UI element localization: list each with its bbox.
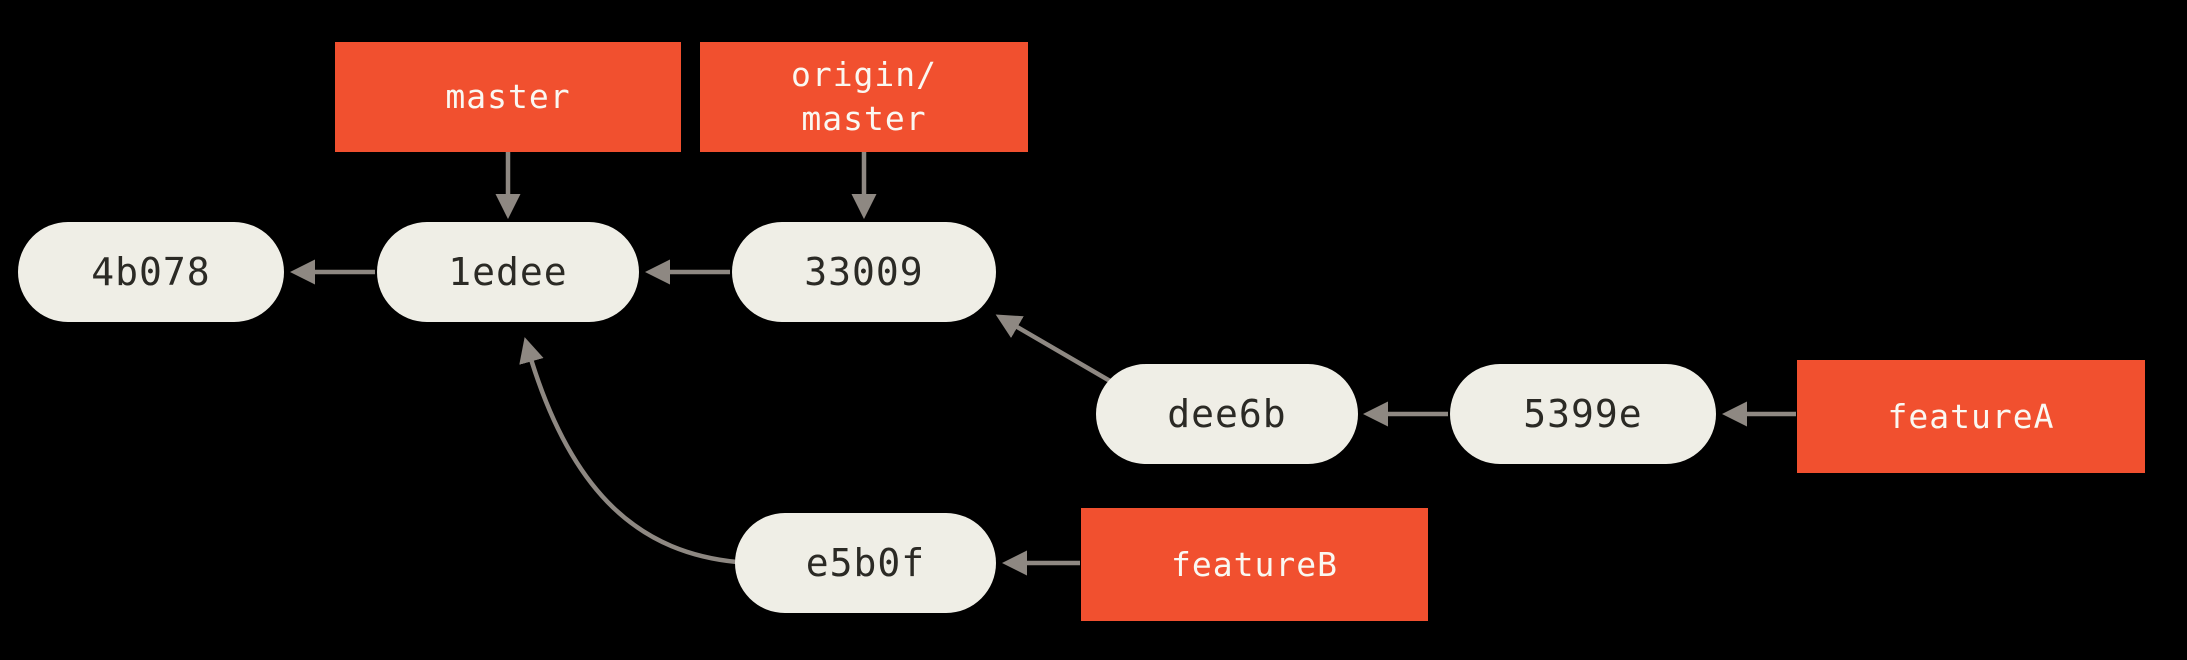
commit-node-dee6b: dee6b bbox=[1096, 364, 1358, 464]
branch-label-master: master bbox=[335, 42, 681, 152]
branch-label-featureA: featureA bbox=[1797, 360, 2145, 473]
edge-dee6b-to-33009 bbox=[995, 314, 1112, 383]
commit-node-e5b0f: e5b0f bbox=[735, 513, 996, 613]
commit-node-1edee: 1edee bbox=[377, 222, 639, 322]
commit-node-33009: 33009 bbox=[732, 222, 996, 322]
commit-node-4b078: 4b078 bbox=[18, 222, 284, 322]
commit-node-5399e: 5399e bbox=[1450, 364, 1716, 464]
branch-label-origin-master: origin/ master bbox=[700, 42, 1028, 152]
branch-label-featureB: featureB bbox=[1081, 508, 1428, 621]
edge-e5b0f-to-1edee bbox=[519, 337, 738, 565]
